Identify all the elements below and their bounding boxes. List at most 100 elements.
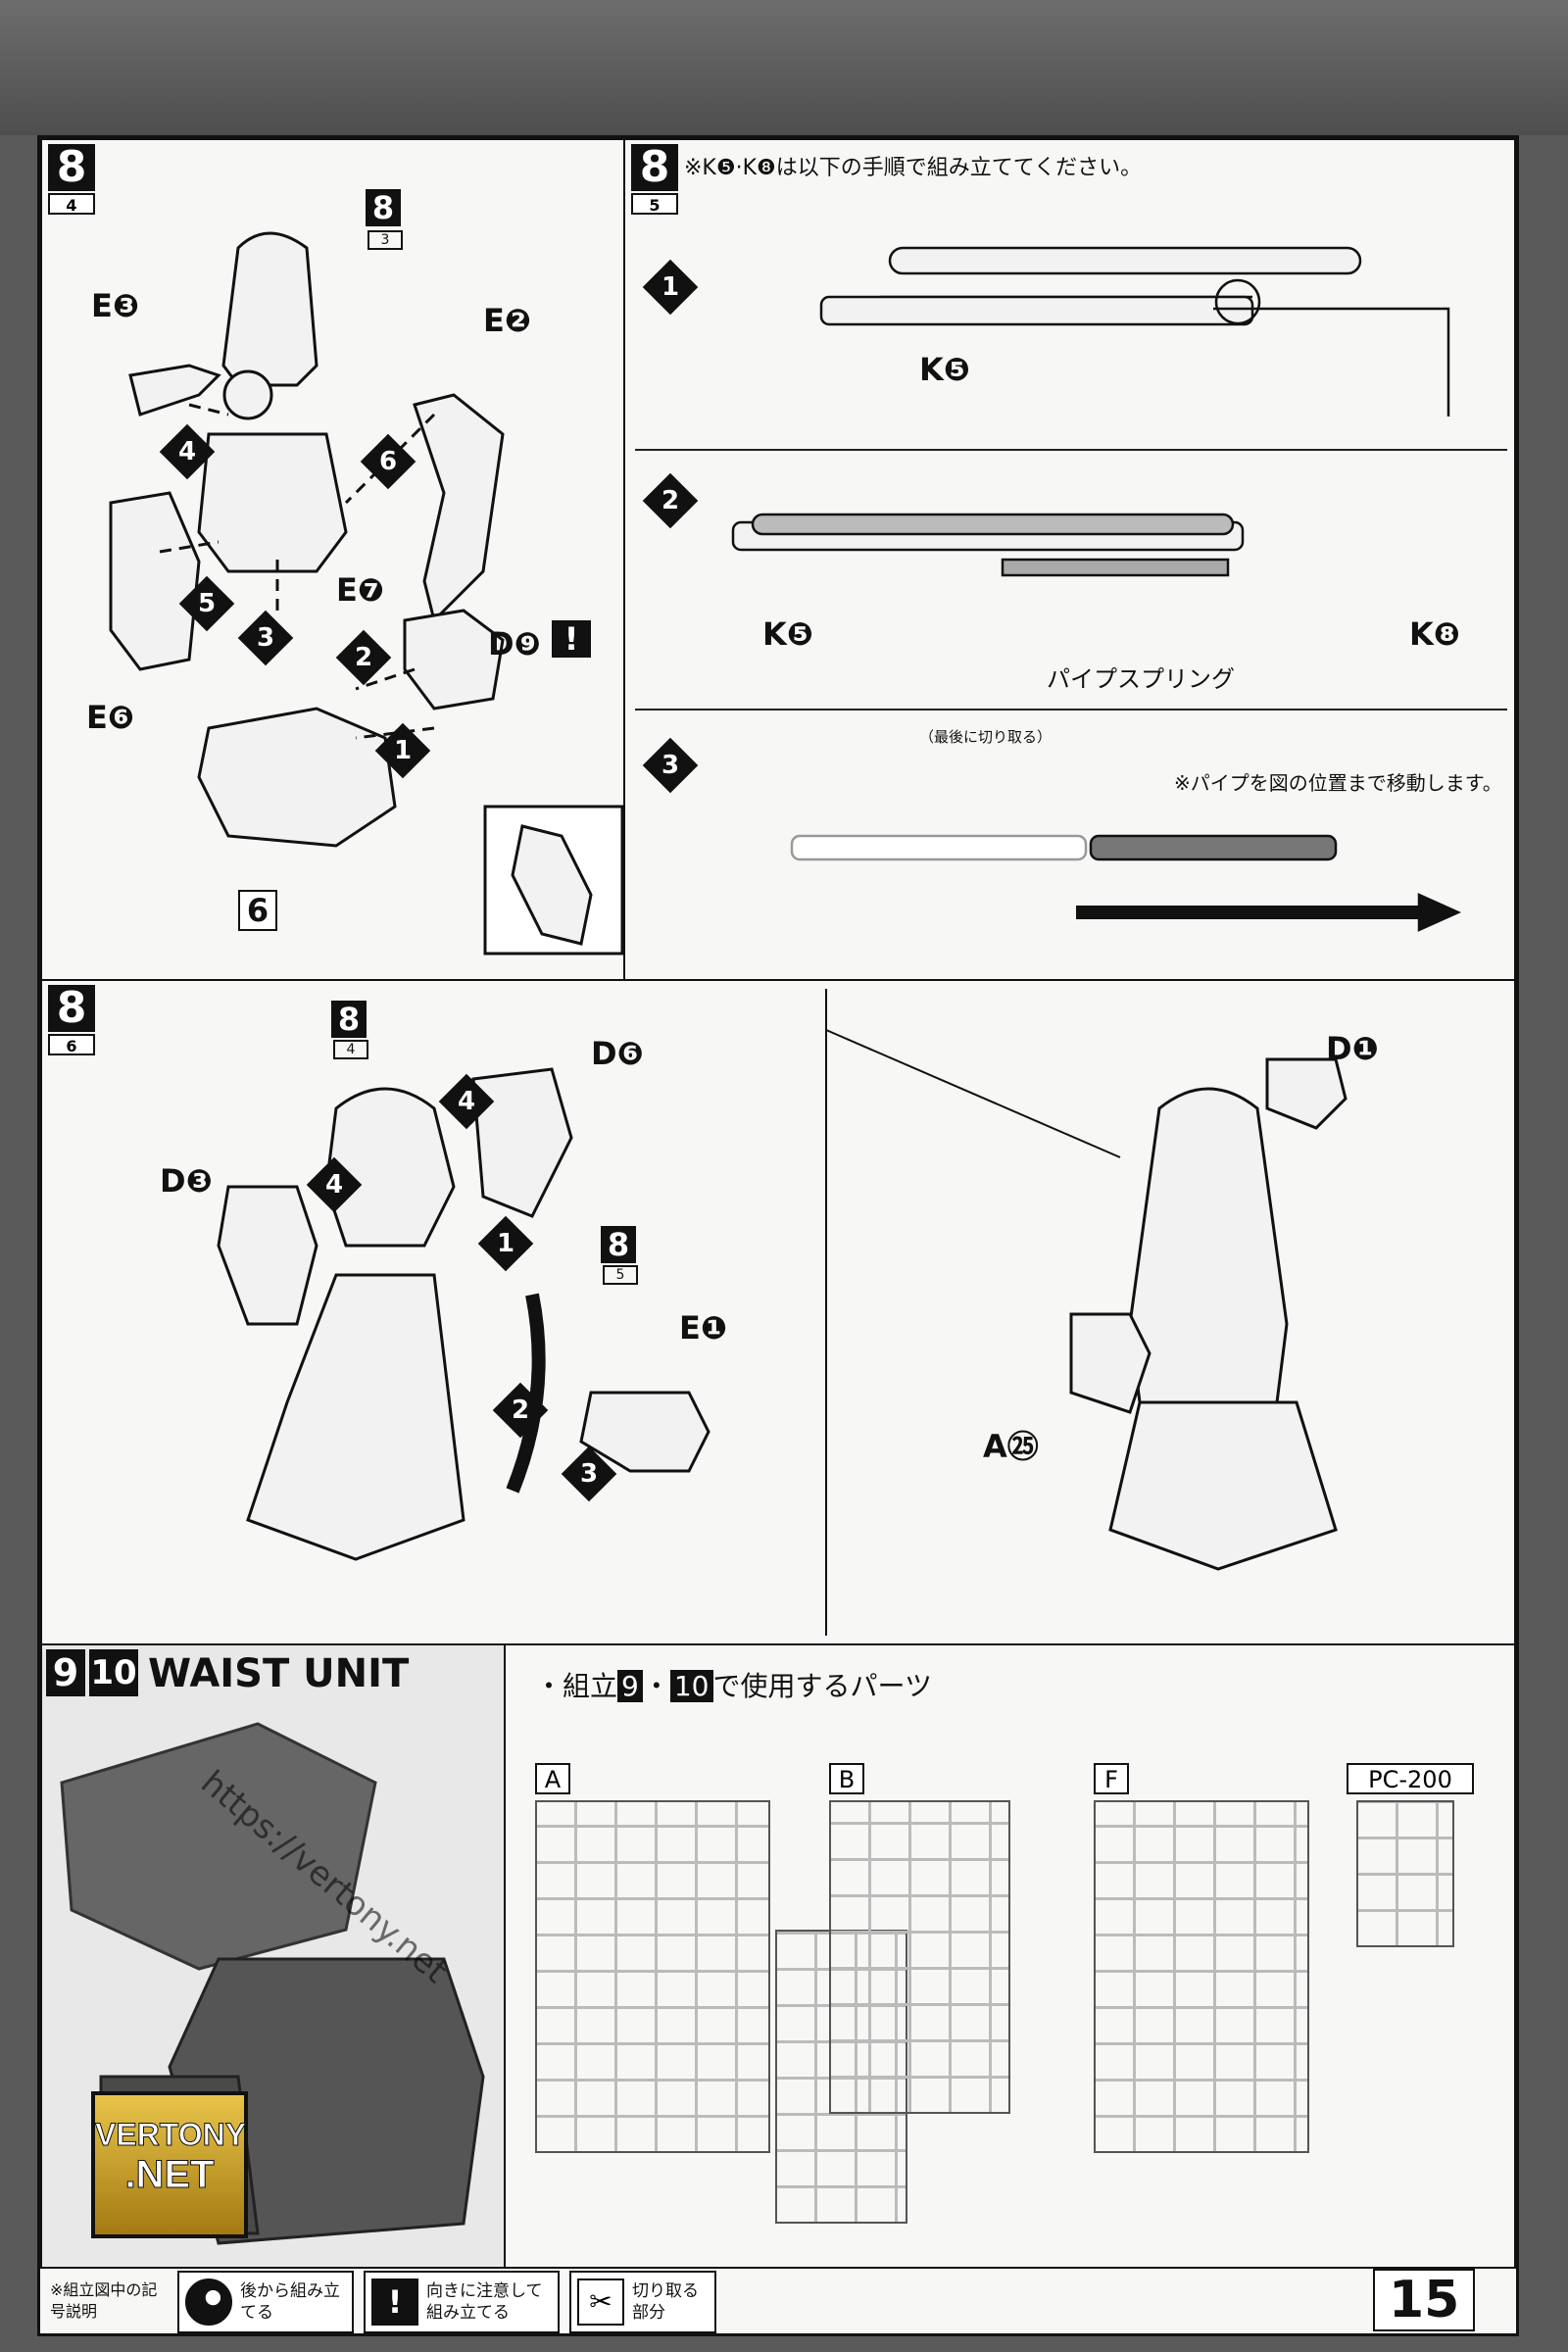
pipe-right xyxy=(506,1293,546,1494)
legend-back-assemble: 後から組み立てる xyxy=(177,2271,354,2333)
arm-lower-part xyxy=(197,432,348,573)
legend-caution: ! 向きに注意して組み立てる xyxy=(364,2271,560,2333)
move-pipe-note: ※パイプを図の位置まで移動します。 xyxy=(1174,771,1502,795)
label-k5-stage2: K❺ xyxy=(762,615,813,653)
runner-a-label: A xyxy=(535,1763,570,1794)
ref-8-5: 8 xyxy=(601,1226,636,1263)
waist-unit-panel: 9 10 WAIST UNIT https://vertony.net VERT… xyxy=(40,1643,506,2269)
part-d6 xyxy=(471,1067,573,1218)
label-k8: K❽ xyxy=(1409,615,1460,653)
step-8-6-panel: 8 6 8 4 8 5 D❻ D❸ E❶ D❶ A㉕ 1 xyxy=(40,979,1516,1645)
step-number: 8 xyxy=(48,144,95,191)
page-number: 15 xyxy=(1373,2269,1476,2331)
label-part-6: 6 xyxy=(238,890,277,931)
label-d3: D❸ xyxy=(160,1162,213,1200)
step-10-number: 10 xyxy=(89,1649,138,1696)
part-e1 xyxy=(579,1391,710,1473)
part-d1 xyxy=(1265,1057,1348,1130)
caution-icon: ! xyxy=(552,620,591,658)
label-e7: E❼ xyxy=(336,571,384,609)
label-e2: E❷ xyxy=(483,302,531,339)
ref-8-5-sub: 5 xyxy=(603,1265,638,1285)
part-d9 xyxy=(403,609,505,710)
divider xyxy=(635,709,1507,710)
torso-right xyxy=(1128,1087,1289,1404)
step-9-number: 9 xyxy=(46,1649,85,1696)
arrow-step-1: 1 xyxy=(374,722,431,779)
step-number: 8 xyxy=(631,144,678,191)
assembly-note: ※K❺·K❽は以下の手順で組み立ててください。 xyxy=(684,156,1143,180)
arm-upper-part xyxy=(221,231,318,387)
ref-step-number: 8 xyxy=(366,189,401,226)
arrow-step-2: 2 xyxy=(492,1382,549,1439)
step-8-5-panel: 8 5 ※K❺·K❽は以下の手順で組み立ててください。 xyxy=(623,138,1516,981)
runner-b xyxy=(829,1800,1010,2114)
page-background xyxy=(0,0,1568,135)
label-k5-stage1: K❺ xyxy=(919,351,970,388)
ref-substep-number: 3 xyxy=(368,230,403,250)
arrow-step-6: 6 xyxy=(360,433,416,490)
arrow-step-4a: 4 xyxy=(438,1073,495,1130)
legend-cut: ✂ 切り取る部分 xyxy=(569,2271,716,2333)
pipe-spring xyxy=(1001,558,1230,577)
step-8-4-diagram xyxy=(109,231,623,956)
cover-e6 xyxy=(109,491,201,671)
waist-unit-title: WAIST UNIT xyxy=(148,1651,410,1696)
substep-number: 4 xyxy=(48,193,95,215)
label-d9: D❾ xyxy=(488,625,541,662)
arrow-step-4: 4 xyxy=(159,423,216,480)
runner-f-label: F xyxy=(1094,1763,1129,1794)
label-pipe-spring: パイプスプリング xyxy=(1047,665,1235,693)
label-e3: E❸ xyxy=(91,287,139,324)
runner-b-label: B xyxy=(829,1763,864,1794)
shoulder-joint xyxy=(222,369,273,420)
runner-a xyxy=(535,1800,770,2153)
arrow-step-5: 5 xyxy=(178,575,235,632)
stage-1-marker: 1 xyxy=(642,259,699,316)
step-number: 8 xyxy=(48,985,95,1032)
arrow-step-3: 3 xyxy=(561,1446,617,1502)
leg-left xyxy=(246,1273,466,1561)
stage-2-marker: 2 xyxy=(642,472,699,529)
divider xyxy=(635,449,1507,451)
hip-base xyxy=(197,707,397,848)
pipe-k5-stage1 xyxy=(819,295,1254,326)
substep-number: 5 xyxy=(631,193,678,215)
part-d3 xyxy=(217,1185,318,1326)
part-e3 xyxy=(128,364,221,416)
instruction-page: 8 4 8 3 E❸ E❷ E❼ E❻ xyxy=(37,135,1519,2336)
runner-pc200 xyxy=(1356,1800,1454,1947)
step-8-6-diagram xyxy=(217,989,1348,1636)
vertony-logo: VERTONY .NET xyxy=(91,2091,248,2238)
label-e1: E❶ xyxy=(679,1309,727,1347)
label-a25: A㉕ xyxy=(983,1428,1039,1465)
arrow-step-1: 1 xyxy=(477,1215,534,1272)
step-8-4-panel: 8 4 8 3 E❸ E❷ E❼ E❻ xyxy=(40,138,625,981)
cut-icon: ✂ xyxy=(577,2278,624,2326)
inset-part xyxy=(511,824,593,946)
ref-8-4-sub: 4 xyxy=(333,1040,368,1059)
step-8-5-diagram xyxy=(731,246,1462,932)
leg-right xyxy=(1108,1400,1338,1571)
cover-e2 xyxy=(413,393,505,623)
stage-3-marker: 3 xyxy=(642,737,699,794)
ref-8-4: 8 xyxy=(331,1001,367,1038)
substep-number: 6 xyxy=(48,1034,95,1055)
caution-icon: ! xyxy=(371,2278,418,2326)
runner-f xyxy=(1094,1800,1309,2153)
runner-pc200-label: PC-200 xyxy=(1347,1763,1474,1794)
arrow-step-4b: 4 xyxy=(306,1156,363,1213)
arrow-step-2: 2 xyxy=(335,629,392,686)
label-e6: E❻ xyxy=(86,699,134,736)
legend-title: ※組立図中の記号説明 xyxy=(50,2280,158,2321)
cut-last-note: （最後に切り取る） xyxy=(919,728,1053,746)
back-assemble-icon xyxy=(185,2278,232,2326)
torso-left xyxy=(324,1087,456,1248)
part-a25 xyxy=(1069,1312,1152,1414)
label-d1: D❶ xyxy=(1326,1030,1379,1067)
label-d6: D❻ xyxy=(591,1035,644,1072)
arrow-step-3: 3 xyxy=(237,610,294,666)
cut-circle xyxy=(1214,278,1261,325)
